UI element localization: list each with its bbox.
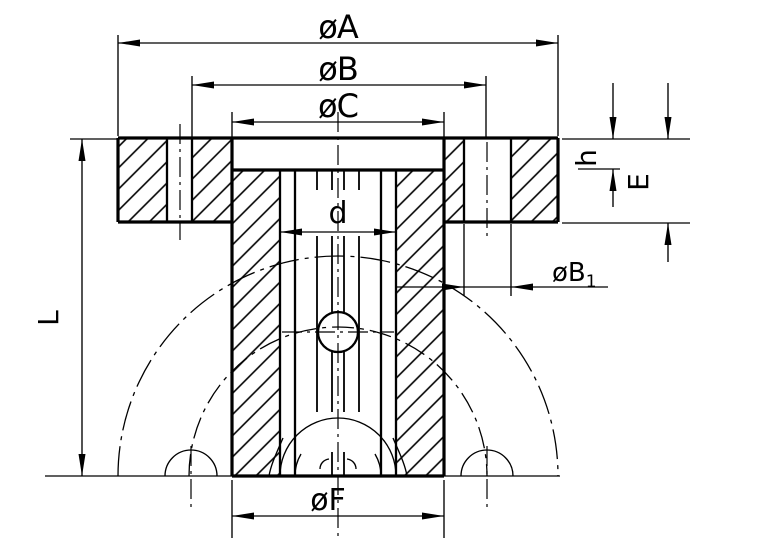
- h-label: h: [570, 149, 603, 167]
- section-hatching: [118, 138, 558, 476]
- centerlines: [179, 112, 488, 540]
- tooth-arc-inner-right: [346, 458, 357, 470]
- flange-bolt-holes-section: [165, 138, 513, 222]
- dimension-h: h: [562, 83, 690, 207]
- dia-B1-label: øB1: [552, 258, 597, 292]
- tooth-flank-left: [268, 437, 284, 477]
- dimension-L: L: [32, 138, 118, 476]
- L-label: L: [32, 310, 65, 326]
- dimension-E: E: [562, 83, 690, 262]
- dimension-dia-B: øB: [191, 50, 487, 138]
- d-label: d: [328, 196, 347, 231]
- right-hole-edges: [462, 138, 513, 222]
- dimension-dia-C: øC: [231, 87, 445, 138]
- left-hole-edges: [165, 138, 194, 222]
- dia-F-label: øF: [310, 483, 346, 518]
- dimension-dia-F: øF: [231, 480, 445, 538]
- dia-A-label: øA: [318, 8, 359, 46]
- dia-C-label: øC: [318, 87, 358, 125]
- splined-bore-lines: [278, 170, 398, 476]
- dia-B-label: øB: [318, 50, 358, 88]
- dimension-dia-B1: øB1: [397, 224, 608, 296]
- tooth-arc-inner-left: [319, 458, 330, 470]
- E-label: E: [622, 173, 655, 191]
- dimension-dia-A: øA: [117, 8, 559, 136]
- tooth-flank-right: [392, 437, 408, 477]
- dimension-d: d: [280, 196, 396, 236]
